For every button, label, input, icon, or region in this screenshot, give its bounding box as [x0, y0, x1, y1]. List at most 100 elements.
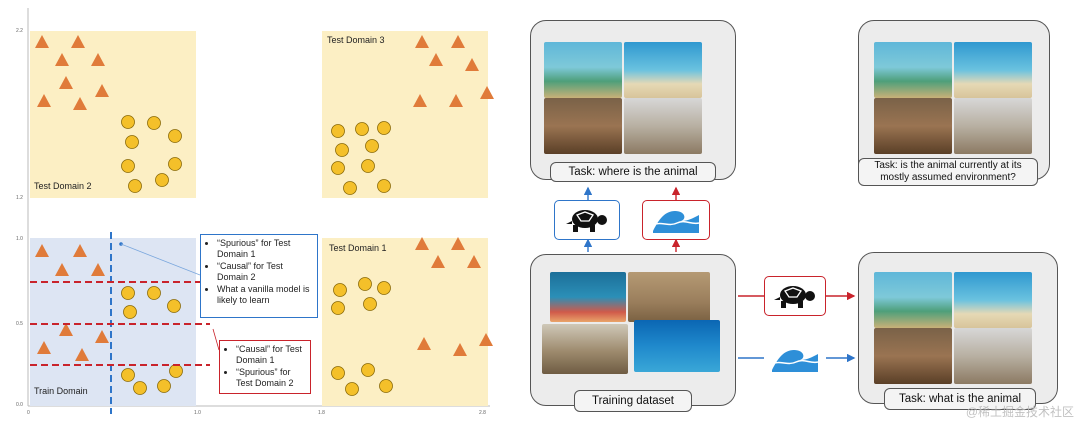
triangle-marker — [35, 244, 49, 257]
callout-red-item: “Causal” for Test Domain 1 — [236, 344, 306, 366]
triangle-marker — [451, 237, 465, 250]
y-tick: 2.2 — [16, 28, 23, 34]
circle-marker — [168, 157, 182, 171]
circle-marker — [157, 379, 171, 393]
task-diagram: Task: where is the animal Task: is the a… — [520, 0, 1080, 424]
photo-tortoise-brown — [874, 98, 952, 154]
circle-marker — [343, 181, 357, 195]
y-tick: 1.2 — [16, 195, 23, 201]
circle-marker — [331, 124, 345, 138]
photo-turtle-grey — [954, 98, 1032, 154]
photo-tortoise-shore — [624, 42, 702, 98]
triangle-marker — [71, 35, 85, 48]
task-diagram-arrows — [583, 186, 856, 363]
circle-marker — [331, 161, 345, 175]
triangle-marker — [465, 58, 479, 71]
turtle-icon-box — [554, 200, 620, 240]
test-domain-2-region — [30, 31, 196, 198]
triangle-marker — [95, 330, 109, 343]
photo-tortoise-sand — [628, 272, 710, 322]
data-markers — [35, 35, 494, 396]
photo-tortoise-shore — [954, 42, 1032, 98]
photo-tortoise-brown — [874, 328, 952, 384]
photo-turtle-grey — [954, 328, 1032, 384]
callout-blue-item: “Causal” for Test Domain 2 — [217, 261, 313, 283]
task-where-label: Task: where is the animal — [550, 162, 716, 182]
circle-marker — [365, 139, 379, 153]
red-connector-line — [212, 328, 220, 351]
circle-marker — [125, 135, 139, 149]
photo-turtle-reef — [550, 272, 626, 322]
circle-marker — [377, 121, 391, 135]
triangle-marker — [73, 244, 87, 257]
x-tick: 1.8 — [318, 410, 325, 416]
circle-marker — [363, 297, 377, 311]
circle-marker — [121, 115, 135, 129]
train-domain-label: Train Domain — [34, 386, 88, 396]
triangle-marker — [449, 94, 463, 107]
photo-turtle-underwater — [634, 320, 720, 372]
circle-marker — [331, 366, 345, 380]
triangle-marker — [451, 35, 465, 48]
circle-marker — [147, 286, 161, 300]
photo-tortoise-pale — [542, 324, 628, 374]
circle-marker — [331, 301, 345, 315]
photo-tortoise-brown — [544, 98, 622, 154]
training-dataset-label: Training dataset — [574, 390, 692, 412]
test-domain-1-region — [322, 238, 488, 406]
triangle-marker — [91, 53, 105, 66]
turtle-icon — [566, 210, 607, 232]
triangle-marker — [75, 348, 89, 361]
callout-red-item: “Spurious” for Test Domain 2 — [236, 367, 306, 389]
triangle-marker — [37, 341, 51, 354]
circle-marker — [355, 122, 369, 136]
triangle-marker — [429, 53, 443, 66]
wave-icon — [771, 350, 819, 372]
circle-marker — [128, 179, 142, 193]
circle-marker — [169, 364, 183, 378]
circle-marker — [167, 299, 181, 313]
callout-blue-item: What a vanilla model is likely to learn — [217, 284, 313, 306]
triangle-marker — [55, 53, 69, 66]
circle-marker — [133, 381, 147, 395]
triangle-marker — [479, 333, 493, 346]
photo-tortoise-shore — [954, 272, 1032, 328]
triangle-marker — [480, 86, 494, 99]
circle-marker — [377, 179, 391, 193]
callout-blue-item: “Spurious” for Test Domain 1 — [217, 238, 313, 260]
test-domain-3-region — [322, 31, 488, 198]
circle-marker — [121, 286, 135, 300]
y-tick: 0.0 — [16, 402, 23, 408]
circle-marker — [335, 143, 349, 157]
triangle-marker — [467, 255, 481, 268]
circle-marker — [377, 281, 391, 295]
triangle-marker — [59, 76, 73, 89]
domain-plot: Test Domain 2 Test Domain 3 Test Domain … — [0, 0, 500, 424]
circle-marker — [168, 129, 182, 143]
wave-icon-box-plain — [764, 340, 826, 378]
blue-connector-line — [120, 243, 201, 276]
circle-marker — [121, 159, 135, 173]
triangle-marker — [59, 323, 73, 336]
triangle-marker — [453, 343, 467, 356]
triangle-marker — [415, 237, 429, 250]
triangle-marker — [95, 84, 109, 97]
photo-turtle-beach — [544, 42, 622, 98]
turtle-icon — [774, 286, 815, 308]
callout-red: “Causal” for Test Domain 1 “Spurious” fo… — [219, 340, 311, 394]
watermark: @稀土掘金技术社区 — [965, 405, 1074, 419]
wave-icon — [652, 211, 700, 233]
x-tick: 1.0 — [194, 410, 201, 416]
triangle-marker — [431, 255, 445, 268]
circle-marker — [155, 173, 169, 187]
photo-turtle-grey — [624, 98, 702, 154]
test-domain-1-label: Test Domain 1 — [329, 243, 387, 253]
wave-icon-box — [642, 200, 710, 240]
circle-marker — [121, 368, 135, 382]
circle-marker — [379, 379, 393, 393]
y-tick: 1.0 — [16, 236, 23, 242]
train-domain-region — [30, 238, 196, 406]
photo-turtle-beach — [874, 272, 952, 328]
triangle-marker — [415, 35, 429, 48]
y-tick: 0.5 — [16, 321, 23, 327]
